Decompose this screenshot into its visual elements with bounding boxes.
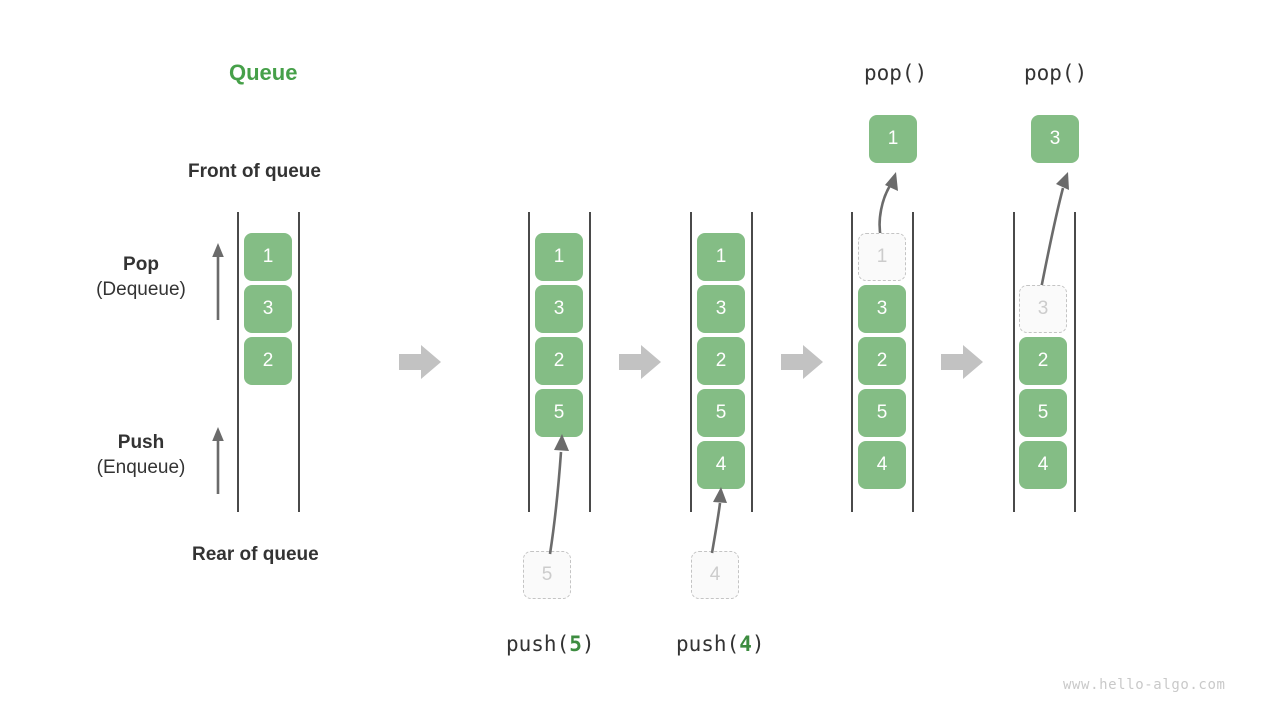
- push-direction-arrow-icon: [212, 427, 224, 494]
- pop-operation-label: pop(): [1024, 61, 1088, 85]
- queue-cell: 4: [858, 441, 906, 489]
- queue-cell: 3: [858, 285, 906, 333]
- queue-cell: 1: [697, 233, 745, 281]
- queue-cell: 5: [858, 389, 906, 437]
- queue-rail-left: [528, 212, 530, 512]
- push-label-main: Push: [117, 432, 165, 453]
- push-label-sub: (Enqueue): [96, 457, 186, 478]
- queue-cell: 4: [697, 441, 745, 489]
- queue-rail-right: [589, 212, 591, 512]
- rear-of-queue-label: Rear of queue: [192, 544, 319, 565]
- queue-cell: 2: [1019, 337, 1067, 385]
- caption-prefix: push(: [676, 632, 740, 656]
- push-label: Push (Enqueue): [66, 430, 216, 481]
- queue-rail-left: [1013, 212, 1015, 512]
- queue-cell: 3: [535, 285, 583, 333]
- push-curve-arrow-icon: [710, 487, 727, 554]
- queue-cell: 1: [535, 233, 583, 281]
- step-arrow-icon: [399, 345, 441, 379]
- queue-rail-left: [690, 212, 692, 512]
- queue-cell: 1: [244, 233, 292, 281]
- queue-cell-ghost: 3: [1019, 285, 1067, 333]
- caption-arg: 4: [739, 632, 752, 656]
- queue-cell: 3: [244, 285, 292, 333]
- pop-curve-arrow-icon: [878, 172, 898, 239]
- queue-rail-right: [751, 212, 753, 512]
- step-caption-push-5: push(5): [506, 632, 595, 656]
- pop-label-main: Pop: [123, 254, 159, 275]
- queue-cell: 5: [535, 389, 583, 437]
- queue-rail-left: [851, 212, 853, 512]
- push-curve-arrow-icon: [548, 434, 569, 555]
- caption-prefix: push(: [506, 632, 570, 656]
- queue-rail-right: [298, 212, 300, 512]
- queue-cell: 4: [1019, 441, 1067, 489]
- queue-cell-ghost: 1: [858, 233, 906, 281]
- queue-rail-right: [1074, 212, 1076, 512]
- watermark: www.hello-algo.com: [1063, 677, 1226, 693]
- queue-cell: 2: [858, 337, 906, 385]
- step-arrow-icon: [941, 345, 983, 379]
- page-title: Queue: [229, 60, 298, 85]
- queue-cell: 2: [244, 337, 292, 385]
- pop-operation-label: pop(): [864, 61, 928, 85]
- queue-rail-right: [912, 212, 914, 512]
- pop-label-sub: (Dequeue): [96, 279, 186, 300]
- step-arrow-icon: [781, 345, 823, 379]
- caption-suffix: ): [751, 632, 765, 656]
- popped-element: 1: [869, 115, 917, 163]
- popped-element: 3: [1031, 115, 1079, 163]
- pop-direction-arrow-icon: [212, 243, 224, 320]
- queue-cell: 2: [697, 337, 745, 385]
- caption-arg: 5: [569, 632, 582, 656]
- queue-cell: 3: [697, 285, 745, 333]
- caption-suffix: ): [581, 632, 595, 656]
- pop-curve-arrow-icon: [1038, 172, 1069, 295]
- queue-rail-left: [237, 212, 239, 512]
- step-arrow-icon: [619, 345, 661, 379]
- queue-cell: 5: [697, 389, 745, 437]
- incoming-element-ghost: 4: [691, 551, 739, 599]
- incoming-element-ghost: 5: [523, 551, 571, 599]
- queue-cell: 2: [535, 337, 583, 385]
- pop-label: Pop (Dequeue): [66, 252, 216, 303]
- queue-cell: 5: [1019, 389, 1067, 437]
- front-of-queue-label: Front of queue: [188, 161, 321, 182]
- step-caption-push-4: push(4): [676, 632, 765, 656]
